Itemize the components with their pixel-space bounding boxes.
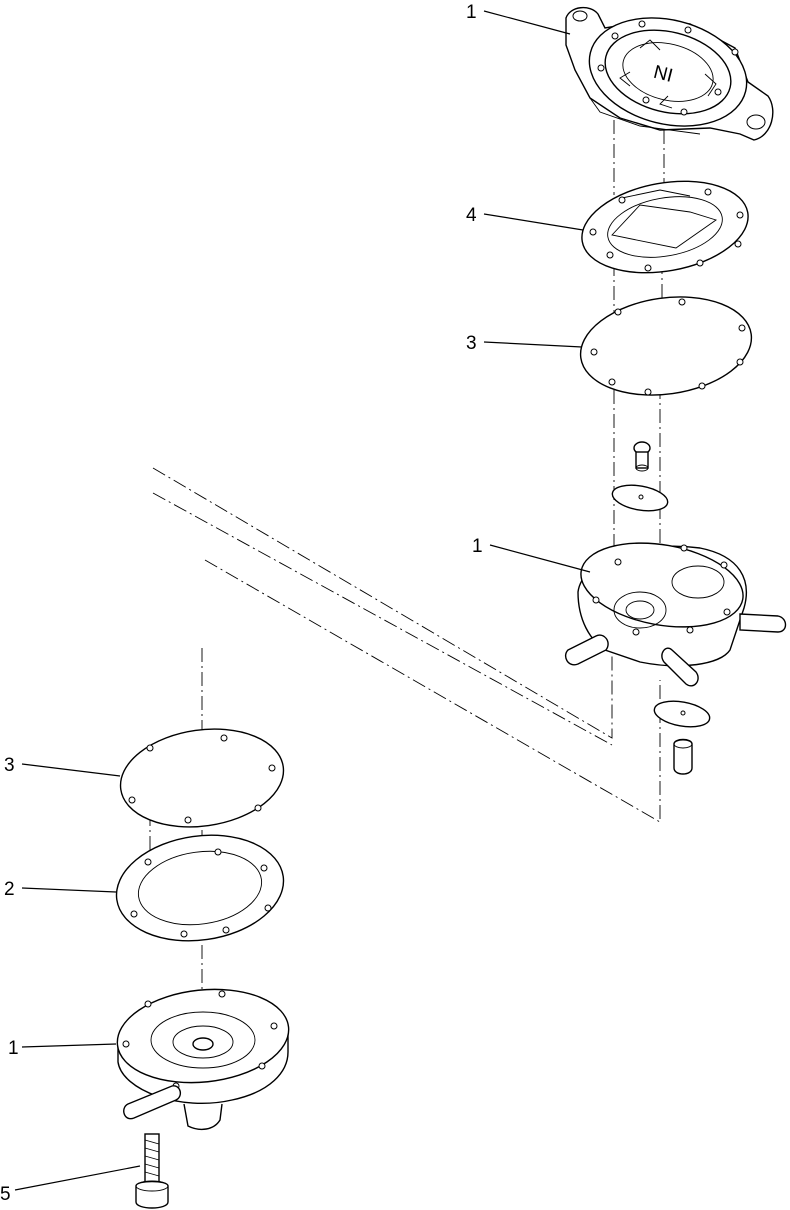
diaphragm-upper	[579, 296, 753, 396]
callout-gasket-lower: 2	[4, 879, 15, 900]
check-valve-upper	[611, 441, 669, 512]
callout-center-body: 1	[472, 536, 483, 557]
callout-base-cover: 1	[8, 1038, 19, 1059]
callout-labels: 1 4 3 1 3 2 1 5	[0, 2, 483, 1205]
callout-leaders	[14, 10, 591, 1191]
callout-valve-gasket-upper: 4	[466, 205, 477, 226]
svg-text:IN: IN	[652, 60, 676, 85]
callout-screw: 5	[0, 1184, 11, 1205]
callout-top-housing: 1	[466, 2, 477, 23]
pump-base-cover	[116, 988, 290, 1131]
screw	[135, 1133, 169, 1209]
gasket-lower	[115, 834, 285, 942]
diaphragm-lower	[119, 728, 285, 828]
valve-gasket-upper	[581, 180, 749, 274]
callout-diaphragm-upper: 3	[466, 333, 477, 354]
callout-diaphragm-lower: 3	[4, 755, 15, 776]
check-valve-lower	[653, 700, 711, 775]
pump-center-body	[564, 542, 787, 687]
top-pump-housing: IN	[565, 7, 774, 141]
